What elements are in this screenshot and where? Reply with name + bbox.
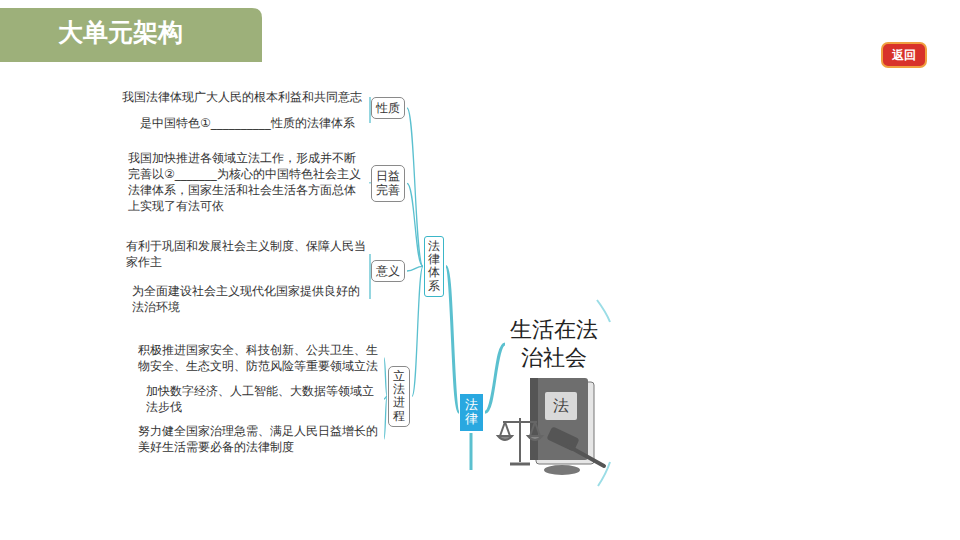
topic-box: 性质: [371, 97, 405, 119]
node-text: 性质: [376, 101, 400, 115]
branch-connector: [384, 358, 387, 396]
leaf-text: 为全面建设社会主义现代化国家提供良好的法治环境: [130, 283, 368, 315]
topic-box: 日益完善: [371, 165, 405, 202]
leaf-text: 加快数字经济、人工智能、大数据等领域立法步伐: [144, 383, 382, 415]
node-text: 意义: [376, 264, 400, 278]
branch-connector: [446, 266, 459, 412]
node-text: 我国法律体现广大人民的根本利益和共同意志: [122, 89, 366, 105]
leaf-text: 努力健全国家治理急需、满足人民日益增长的美好生活需要必备的法律制度: [136, 423, 382, 455]
branch-connector: [384, 396, 387, 439]
leaf-text: 是中国特色①__________性质的法律体系: [138, 115, 368, 131]
back-button-label: 返回: [882, 43, 926, 67]
ring-arc: [597, 300, 610, 322]
trunk-line: [470, 433, 473, 470]
leaf-text: 积极推进国家安全、科技创新、公共卫生、生物安全、生态文明、防范风险等重要领域立法: [136, 342, 382, 374]
node-text: 努力健全国家治理急需、满足人民日益增长的美好生活需要必备的法律制度: [138, 423, 380, 455]
branch-connector: [485, 344, 505, 412]
node-text: 法律: [465, 398, 478, 427]
gavel: [544, 426, 604, 475]
node-text: 法律体系: [428, 240, 440, 293]
node-text: 为全面建设社会主义现代化国家提供良好的法治环境: [132, 283, 366, 315]
back-button: [882, 43, 926, 67]
leaf-text: 有利于巩固和发展社会主义制度、保障人民当家作主: [124, 238, 368, 270]
topic-box: 意义: [371, 260, 405, 282]
node-text: 积极推进国家安全、科技创新、公共卫生、生物安全、生态文明、防范风险等重要领域立法: [138, 342, 380, 374]
sub-branch-box: 法律体系: [424, 236, 444, 297]
node-text: 我国加快推进各领域立法工作，形成并不断完善以②_______为核心的中国特色社会…: [128, 150, 366, 214]
branch-connector: [412, 266, 423, 396]
branch-connector: [407, 108, 423, 266]
scales: [498, 418, 542, 464]
branch-connector: [407, 183, 423, 266]
branch-connector: [407, 266, 423, 271]
header-bar: [0, 8, 262, 62]
page-title: 大单元架构: [58, 17, 183, 49]
node-text: 日益完善: [376, 169, 400, 198]
topic-box: 立法进程: [388, 366, 410, 427]
book-title: 法: [545, 392, 577, 420]
node-text: 有利于巩固和发展社会主义制度、保障人民当家作主: [126, 238, 366, 270]
leaf-text: 我国法律体现广大人民的根本利益和共同意志: [120, 89, 368, 105]
main-branch-box: 法律: [460, 394, 483, 431]
node-text: 立法进程: [393, 370, 405, 423]
node-text: 是中国特色①__________性质的法律体系: [140, 115, 366, 131]
leaf-text: 我国加快推进各领域立法工作，形成并不断完善以②_______为核心的中国特色社会…: [126, 150, 368, 214]
node-text: 生活在法治社会: [506, 316, 602, 372]
central-topic: 生活在法治社会: [506, 316, 602, 372]
law-book: [530, 378, 594, 464]
node-text: 加快数字经济、人工智能、大数据等领域立法步伐: [146, 383, 380, 415]
